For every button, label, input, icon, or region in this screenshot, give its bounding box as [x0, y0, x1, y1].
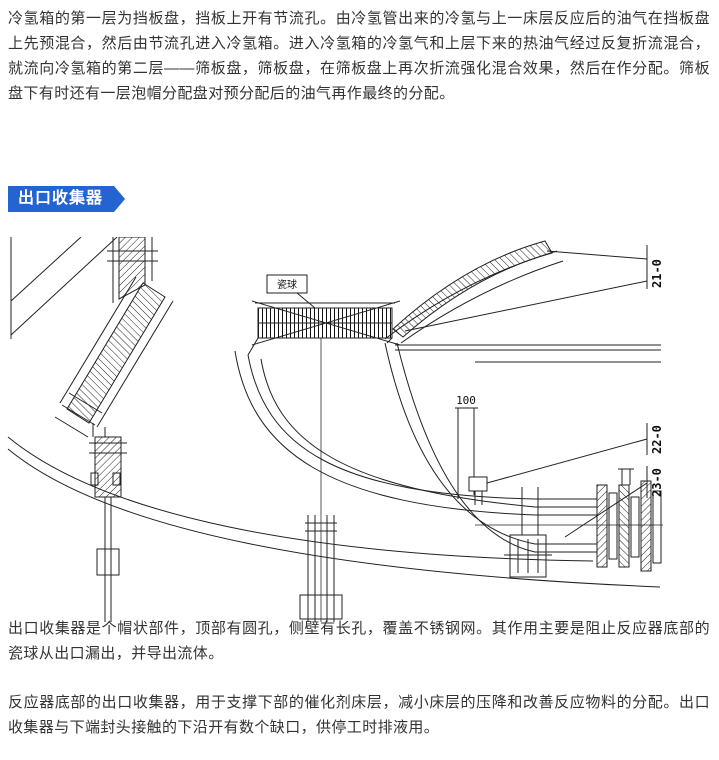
callout-21-leader: [404, 245, 648, 332]
nozzle-fitting: [468, 476, 488, 505]
vessel-head-dome: [384, 240, 564, 344]
vessel-bottom-head: [7, 436, 661, 588]
inlet-pipe-diagonal: [54, 276, 174, 438]
callout-23-label: 23-0: [650, 468, 664, 497]
centerlines: [320, 338, 663, 622]
section-badge: 出口收集器: [8, 186, 125, 212]
support-rods: [299, 515, 343, 622]
inlet-flange-assembly: [89, 423, 127, 622]
distributor-grid: [251, 300, 401, 346]
outlet-flange-stack: [596, 468, 662, 572]
callout-21-label: 21-0: [650, 259, 664, 288]
tray-datum-lines: [395, 344, 661, 363]
callout-22-leader: [486, 423, 648, 484]
drain-nozzle: [504, 487, 552, 578]
dimension-100-label: 100: [456, 394, 476, 407]
collector-function-paragraph: 反应器底部的出口收集器，用于支撑下部的催化剂床层，减小床层的压降和改善反应物料的…: [8, 694, 710, 736]
section-badge-label: 出口收集器: [18, 190, 104, 207]
callout-22-label: 22-0: [650, 425, 664, 454]
collector-description-paragraph: 出口收集器是个帽状部件，顶部有圆孔，侧壁有长孔，覆盖不锈钢网。其作用主要是阻止反…: [8, 620, 710, 662]
annotation-callout: [266, 274, 316, 309]
annotation-label: 瓷球: [277, 278, 297, 291]
intro-paragraph: 冷氢箱的第一层为挡板盘，挡板上开有节流孔。由冷氢管出来的冷氢与上一床层反应后的油…: [8, 10, 710, 102]
outlet-collector-drawing: 瓷球 100 21-0 22-0 23-0: [7, 236, 664, 622]
vessel-shell-left: [10, 236, 118, 339]
technical-drawing-container: 瓷球 100 21-0 22-0 23-0: [5, 236, 665, 622]
callout-23-leader: [564, 466, 648, 538]
outlet-elbow: [234, 337, 597, 553]
